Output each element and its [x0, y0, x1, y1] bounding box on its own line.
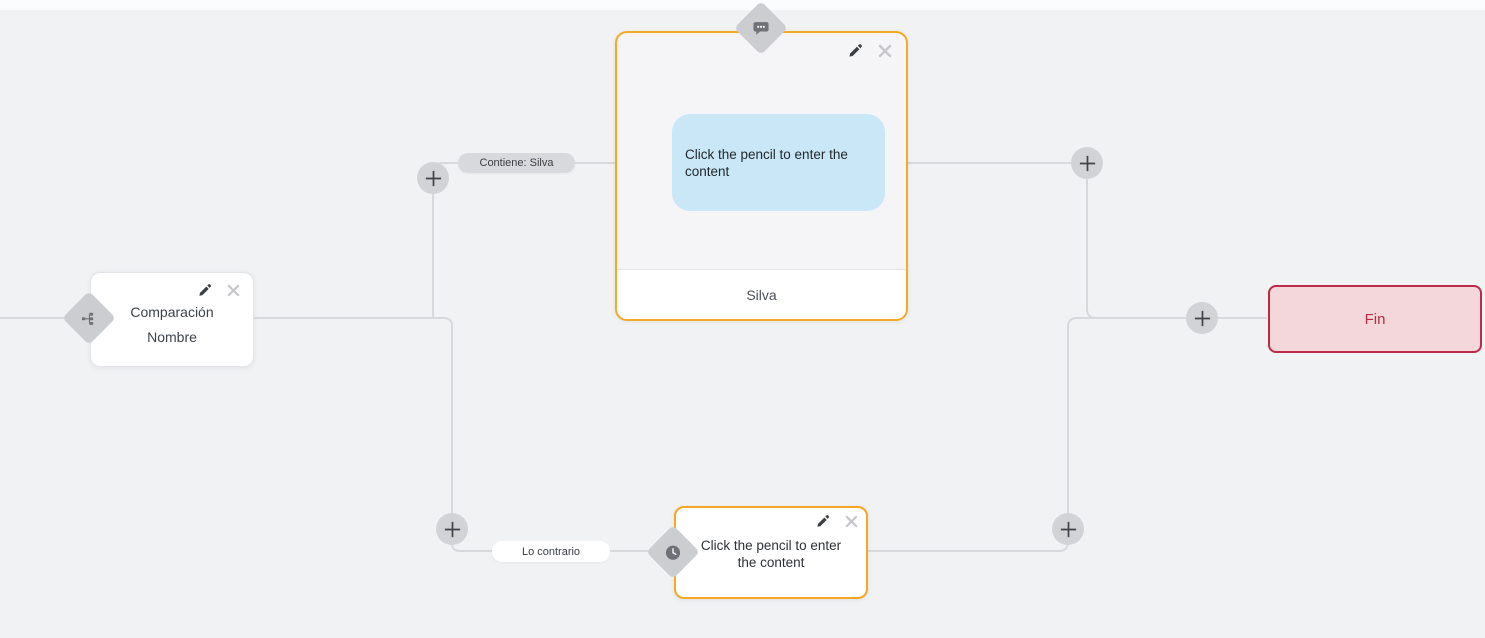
- condition-node-body: Comparación Nombre: [91, 273, 253, 350]
- close-icon[interactable]: [227, 284, 240, 297]
- edge-message-to-end: [908, 162, 1267, 319]
- branch-icon: [81, 311, 97, 326]
- close-icon[interactable]: [845, 515, 858, 528]
- pencil-icon[interactable]: [816, 514, 831, 529]
- plus-icon: [443, 520, 462, 539]
- add-node-button-after-wait[interactable]: [1052, 513, 1084, 545]
- edge-condition-false: [254, 317, 653, 552]
- edge-label-contains: Contiene: Silva: [458, 153, 575, 173]
- message-node-footer: Silva: [617, 269, 906, 319]
- chat-bubble-icon: [752, 20, 771, 37]
- clock-icon: [665, 544, 682, 561]
- plus-icon: [424, 169, 443, 188]
- wait-node-actions: [816, 514, 858, 529]
- add-node-button-true-branch[interactable]: [417, 162, 449, 194]
- canvas-top-strip: [0, 0, 1485, 10]
- message-bubble-text: Click the pencil to enter the content: [685, 146, 848, 179]
- edge-wait-to-end: [868, 317, 1267, 552]
- condition-node[interactable]: Comparación Nombre: [90, 272, 254, 367]
- message-node-actions: [848, 43, 892, 59]
- plus-icon: [1078, 154, 1097, 173]
- message-node-handle[interactable]: [734, 1, 788, 55]
- add-node-button-after-message[interactable]: [1071, 147, 1103, 179]
- close-icon[interactable]: [878, 44, 892, 58]
- message-node[interactable]: Click the pencil to enter the content Si…: [615, 31, 908, 321]
- end-node-label: Fin: [1364, 310, 1386, 328]
- wait-node-handle[interactable]: [646, 525, 700, 579]
- condition-variable: Nombre: [147, 329, 197, 345]
- pencil-icon[interactable]: [198, 283, 213, 298]
- end-node[interactable]: Fin: [1268, 285, 1482, 353]
- condition-title: Comparación: [130, 304, 214, 320]
- message-node-title: Silva: [746, 286, 777, 303]
- wait-node[interactable]: Click the pencil to enter the content: [674, 506, 868, 599]
- edge-label-otherwise: Lo contrario: [492, 541, 610, 562]
- edge-condition-true: [432, 162, 616, 318]
- message-bubble: Click the pencil to enter the content: [672, 114, 885, 211]
- condition-node-handle[interactable]: [62, 291, 116, 345]
- add-node-button-false-branch[interactable]: [436, 513, 468, 545]
- wait-node-text: Click the pencil to enter the content: [700, 538, 842, 570]
- add-node-button-before-end[interactable]: [1186, 302, 1218, 334]
- pencil-icon[interactable]: [848, 43, 864, 59]
- condition-node-actions: [198, 283, 240, 298]
- plus-icon: [1193, 309, 1212, 328]
- plus-icon: [1059, 520, 1078, 539]
